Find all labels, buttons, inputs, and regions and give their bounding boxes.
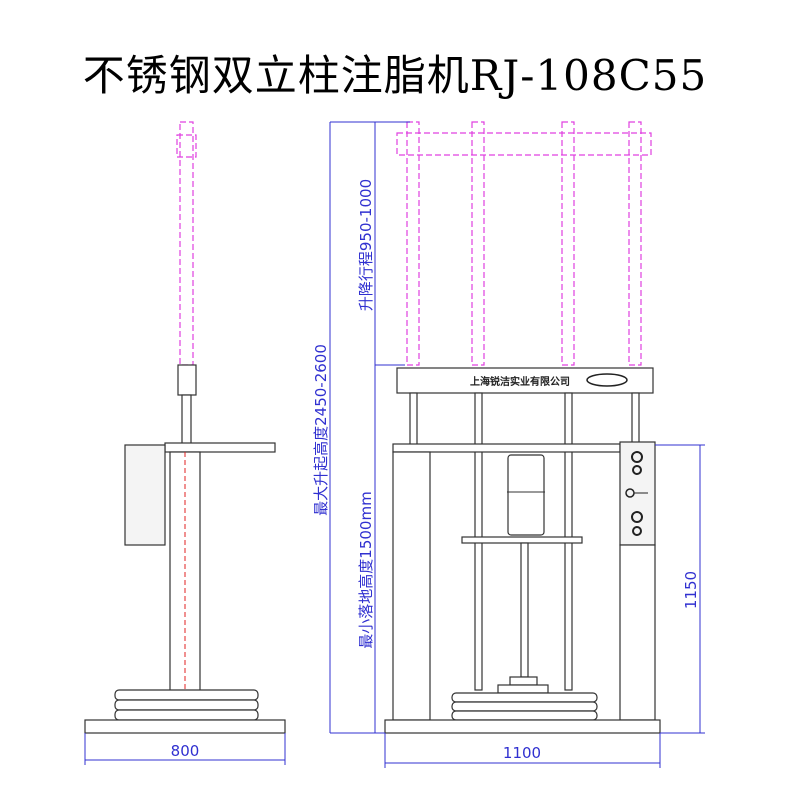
pump-rod bbox=[520, 542, 529, 678]
frame-top-bar bbox=[392, 443, 621, 453]
frame-height-label: 1150 bbox=[682, 571, 700, 609]
front-view: 上海锐洁实业有限公司 1100 bbox=[384, 121, 661, 768]
page-title: 不锈钢双立柱注脂机RJ-108C55 bbox=[82, 51, 708, 100]
right-column bbox=[619, 544, 656, 721]
height-dimensions: 最大升起高度2450-2600 升降行程950-1000 最小落地高度1500m… bbox=[312, 121, 705, 734]
side-rod bbox=[181, 394, 192, 446]
min-height-label: 最小落地高度1500mm bbox=[357, 491, 375, 648]
side-width-label: 800 bbox=[171, 742, 200, 760]
front-width-label: 1100 bbox=[503, 744, 541, 762]
side-top-plate bbox=[164, 442, 276, 453]
logo bbox=[586, 373, 628, 387]
side-raised-column bbox=[179, 121, 194, 366]
side-disc bbox=[114, 699, 259, 711]
stroke-label: 升降行程950-1000 bbox=[357, 179, 375, 311]
side-raised-nut bbox=[176, 134, 197, 158]
follower-plate bbox=[461, 536, 583, 544]
side-nut bbox=[177, 364, 197, 396]
side-disc bbox=[114, 689, 259, 701]
side-view: 800 bbox=[84, 121, 286, 765]
raised-crossbar bbox=[396, 132, 652, 156]
max-height-label: 最大升起高度2450-2600 bbox=[312, 344, 330, 516]
left-column bbox=[392, 451, 431, 721]
side-base bbox=[84, 719, 286, 734]
side-disc bbox=[114, 709, 259, 721]
pump bbox=[507, 454, 545, 536]
front-base bbox=[384, 719, 661, 734]
side-control-box bbox=[124, 444, 166, 546]
crossbar-label: 上海锐洁实业有限公司 bbox=[470, 375, 570, 388]
